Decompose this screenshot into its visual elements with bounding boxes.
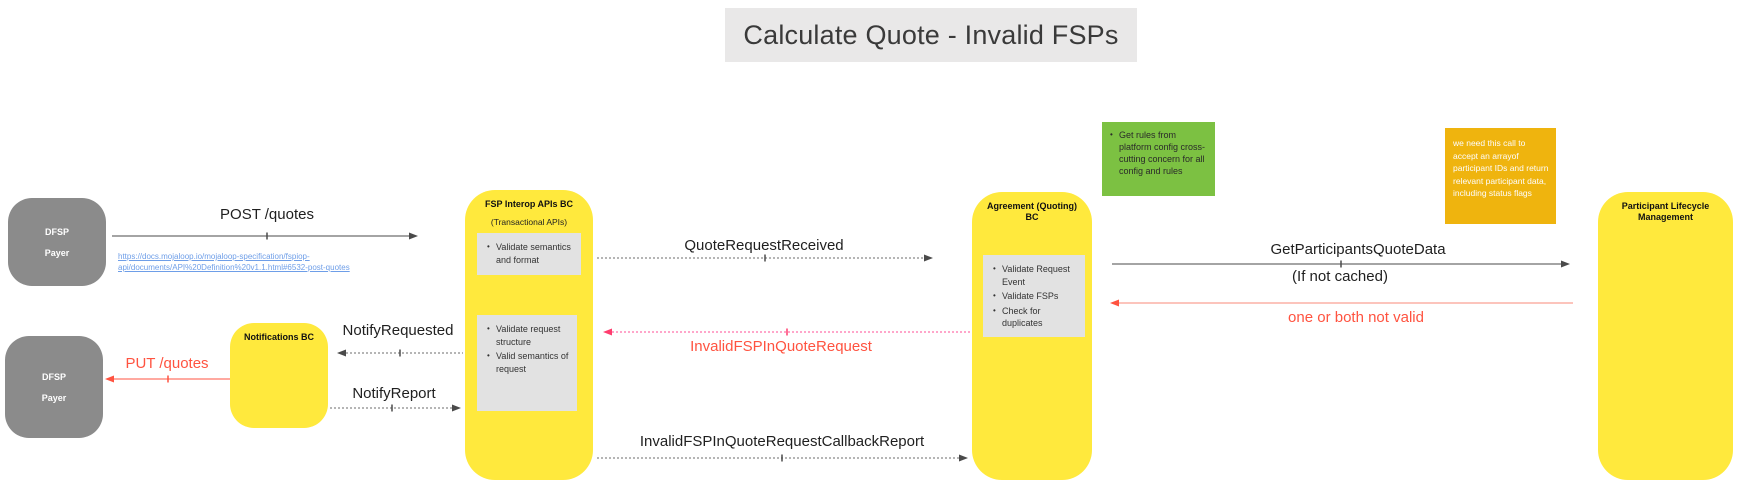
page-title: Calculate Quote - Invalid FSPs	[743, 19, 1119, 50]
actor-title: Agreement (Quoting) BC	[987, 201, 1077, 222]
actor-label-line2: Payer	[41, 392, 67, 403]
actor-dfsp-payer-top: DFSP Payer	[8, 198, 106, 286]
sticky-note-participant-ids-array: we need this call to accept an arrayof p…	[1445, 128, 1556, 224]
post-quotes-arrow	[112, 232, 418, 240]
message-one-or-both-not-valid: one or both not valid	[1288, 309, 1424, 326]
note-item: Validate Request Event	[991, 263, 1079, 288]
actor-label-line1: DFSP	[44, 226, 69, 237]
diagram-title-box: Calculate Quote - Invalid FSPs	[725, 8, 1137, 62]
note-item: Valid semantics of request	[485, 350, 571, 375]
note-item: Get rules from platform config cross-cut…	[1108, 129, 1210, 177]
actor-title: Participant Lifecycle Management	[1621, 201, 1710, 222]
fsp-interop-note-validate-semantics: Validate semantics and format	[477, 233, 581, 275]
participants-invalid-return-arrow	[1110, 299, 1573, 307]
message-get-participants-quote-data: GetParticipantsQuoteData	[1270, 241, 1446, 258]
message-post-quotes: POST /quotes	[220, 206, 314, 223]
note-text: we need this call to accept an arrayof p…	[1453, 138, 1549, 198]
notify-requested-arrow	[337, 349, 463, 357]
actor-label-line2: Payer	[44, 247, 70, 258]
fsp-interop-note-validate-request: Validate request structure Valid semanti…	[477, 315, 577, 411]
actor-participant-lifecycle-management: Participant Lifecycle Management	[1598, 192, 1733, 480]
get-participants-quote-data-arrow	[1112, 260, 1570, 268]
note-item: Validate semantics and format	[485, 241, 575, 266]
notify-report-arrow	[330, 404, 461, 412]
message-notify-report: NotifyReport	[352, 385, 436, 402]
spec-link-line1[interactable]: https://docs.mojaloop.io/mojaloop-specif…	[118, 252, 310, 261]
message-notify-requested: NotifyRequested	[342, 322, 454, 339]
put-quotes-arrow	[105, 375, 230, 383]
invalid-fsp-callback-report-arrow	[597, 454, 968, 462]
message-put-quotes: PUT /quotes	[125, 355, 209, 372]
invalid-fsp-in-quote-request-arrow	[603, 328, 970, 336]
note-item: Validate request structure	[485, 323, 571, 348]
spec-link[interactable]: https://docs.mojaloop.io/mojaloop-specif…	[118, 251, 350, 273]
actor-notifications-bc: Notifications BC	[230, 323, 328, 428]
actor-title: Notifications BC	[243, 332, 314, 342]
quote-request-received-arrow	[597, 254, 933, 262]
agreement-note-validations: Validate Request Event Validate FSPs Che…	[983, 255, 1085, 337]
message-if-not-cached: (If not cached)	[1292, 268, 1388, 285]
sticky-note-platform-config-rules: Get rules from platform config cross-cut…	[1102, 122, 1215, 196]
actor-subtitle: (Transactional APIs)	[490, 217, 568, 227]
actor-label-line1: DFSP	[41, 371, 66, 382]
note-item: Check for duplicates	[991, 305, 1079, 330]
message-invalid-fsp-callback-report: InvalidFSPInQuoteRequestCallbackReport	[639, 433, 925, 450]
message-invalid-fsp-in-quote-request: InvalidFSPInQuoteRequest	[690, 338, 872, 355]
spec-link-line2[interactable]: api/documents/API%20Definition%20v1.1.ht…	[118, 263, 350, 272]
actor-title: FSP Interop APIs BC	[484, 199, 573, 209]
message-quote-request-received: QuoteRequestReceived	[684, 237, 844, 254]
actor-dfsp-payer-bottom: DFSP Payer	[5, 336, 103, 438]
note-item: Validate FSPs	[991, 290, 1079, 303]
